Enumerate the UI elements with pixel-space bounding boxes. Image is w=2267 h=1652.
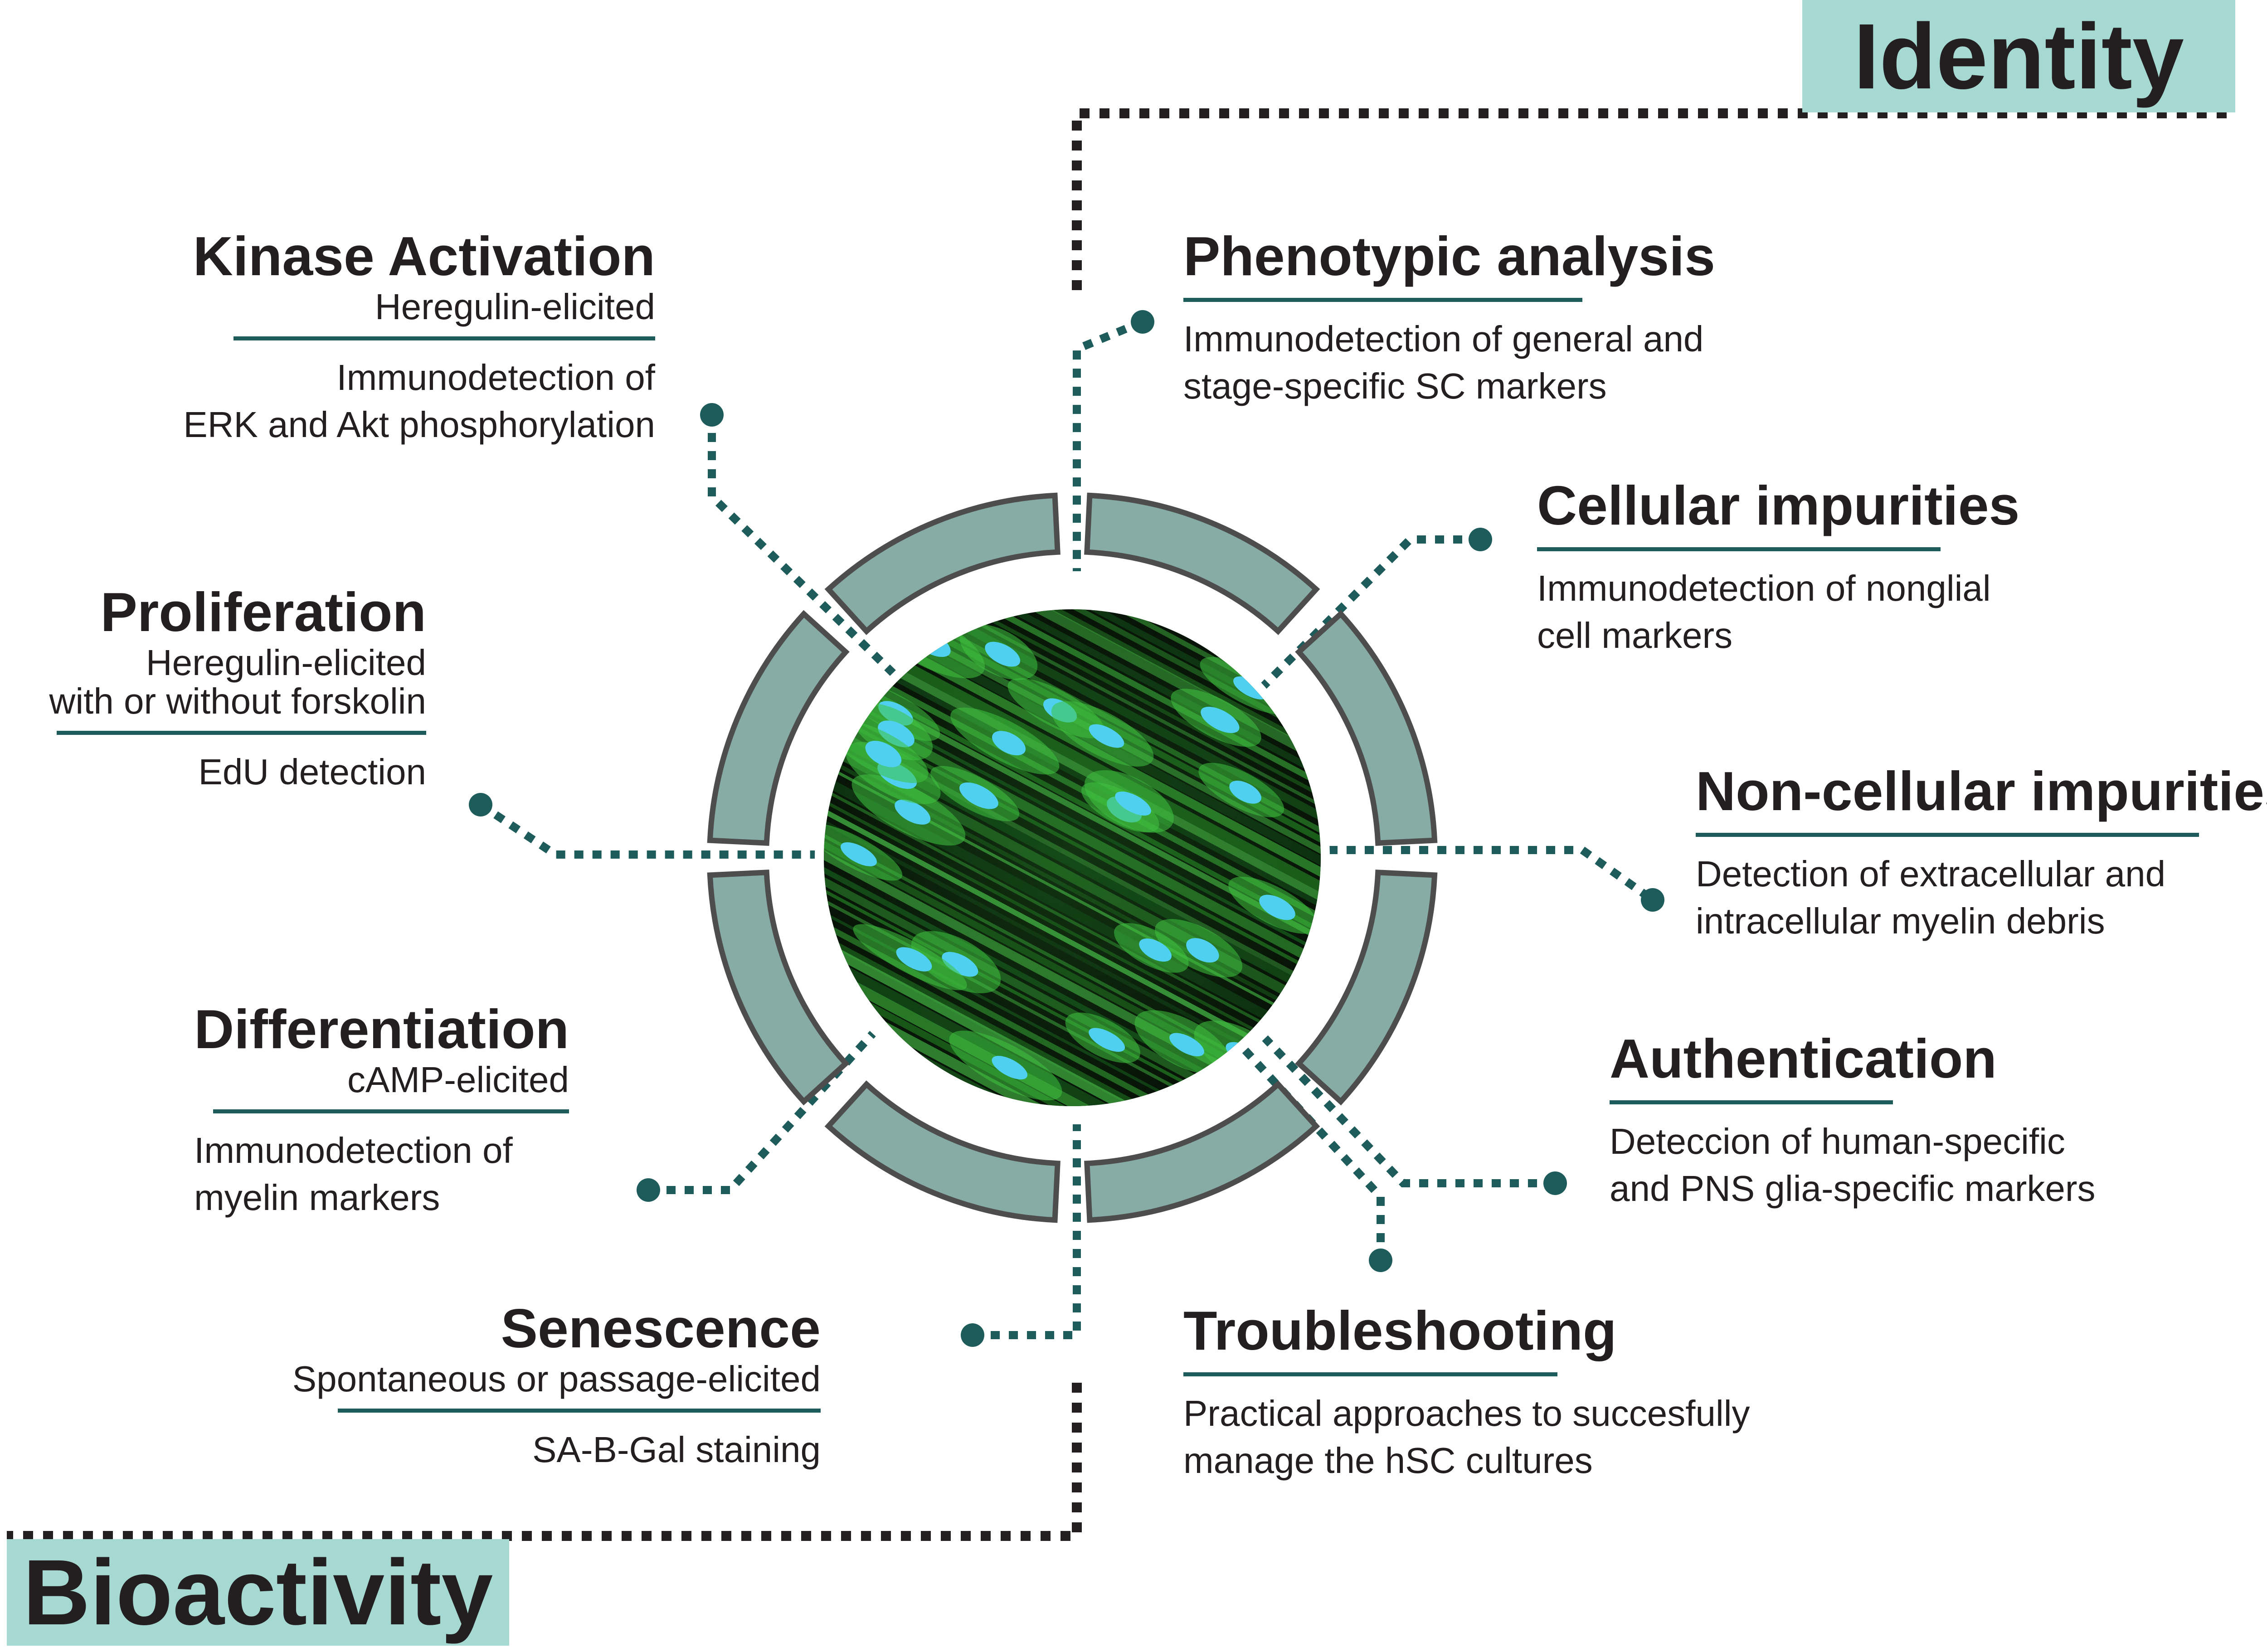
dot-noncellular <box>1641 888 1664 912</box>
kinase-activation-block: Kinase Activation Heregulin-elicited Imm… <box>183 224 655 448</box>
noncellular-title: Non-cellular impurities <box>1696 760 2267 822</box>
troubleshooting-description: Practical approaches to succesfully mana… <box>1183 1393 1750 1481</box>
dot-proliferation <box>469 793 492 816</box>
cellular-impurities-block: Cellular impurities Immunodetection of n… <box>1537 474 2019 659</box>
proliferation-description: EdU detection <box>198 751 426 792</box>
connector-cellular <box>1257 535 1480 692</box>
senescence-block: Senescence Spontaneous or passage-elicit… <box>292 1297 821 1473</box>
differentiation-rule <box>213 1109 569 1114</box>
connector-lines <box>478 318 1655 1339</box>
ring-segment <box>1295 870 1438 1106</box>
connector-kinase <box>708 415 899 679</box>
cellular-rule <box>1537 547 1941 552</box>
proliferation-title: Proliferation <box>100 581 426 643</box>
senescence-description: SA-B-Gal staining <box>532 1429 821 1470</box>
connector-noncellular <box>1328 846 1655 904</box>
noncellular-impurities-block: Non-cellular impurities Detection of ext… <box>1696 759 2267 945</box>
proliferation-subtitle: Heregulin-elicited with or without forsk… <box>49 642 426 722</box>
kinase-rule <box>234 336 655 341</box>
cell-micrograph-image <box>815 600 1330 1115</box>
troubleshooting-block: Troubleshooting Practical approaches to … <box>1183 1299 1750 1484</box>
proliferation-block: Proliferation Heregulin-elicited with or… <box>49 580 426 796</box>
dot-troubleshooting <box>1369 1249 1392 1272</box>
dot-differentiation <box>637 1178 660 1202</box>
differentiation-block: Differentiation cAMP-elicited Immunodete… <box>194 997 569 1221</box>
senescence-subtitle: Spontaneous or passage-elicited <box>292 1359 821 1399</box>
ring-segment <box>707 870 850 1106</box>
connector-phenotypic <box>1073 318 1144 571</box>
senescence-rule <box>338 1409 821 1413</box>
authentication-description: Deteccion of human-specific and PNS glia… <box>1610 1121 2096 1209</box>
ring-segment <box>824 492 1061 635</box>
ring-segment <box>1084 1080 1320 1223</box>
senescence-title: Senescence <box>501 1297 821 1359</box>
dot-phenotypic <box>1131 310 1154 334</box>
bioactivity-label: Bioactivity <box>7 1539 509 1646</box>
dot-cellular <box>1469 528 1492 551</box>
connector-authentication <box>1262 1035 1555 1187</box>
kinase-description: Immunodetection of ERK and Akt phosphory… <box>183 357 655 445</box>
dot-kinase <box>700 403 724 427</box>
noncellular-rule <box>1696 833 2199 837</box>
connector-troubleshooting <box>1239 1044 1385 1260</box>
phenotypic-rule <box>1183 298 1582 302</box>
connector-senescence <box>973 1124 1081 1339</box>
ring-segment <box>1084 492 1320 635</box>
proliferation-rule <box>57 730 426 735</box>
authentication-block: Authentication Deteccion of human-specif… <box>1610 1027 2095 1212</box>
phenotypic-analysis-block: Phenotypic analysis Immunodetection of g… <box>1183 224 1715 410</box>
bioactivity-border <box>7 1383 1082 1541</box>
noncellular-description: Detection of extracellular and intracell… <box>1696 854 2166 942</box>
dot-authentication <box>1543 1171 1567 1195</box>
ring-segment <box>824 1080 1061 1223</box>
cellular-description: Immunodetection of nonglial cell markers <box>1537 568 1991 656</box>
cellular-title: Cellular impurities <box>1537 475 2020 536</box>
differentiation-subtitle: cAMP-elicited <box>347 1059 569 1100</box>
differentiation-description: Immunodetection of myelin markers <box>194 1130 513 1218</box>
identity-label: Identity <box>1802 0 2235 112</box>
phenotypic-description: Immunodetection of general and stage-spe… <box>1183 319 1704 407</box>
dot-senescence <box>961 1323 984 1347</box>
authentication-rule <box>1610 1100 1893 1105</box>
connector-dots <box>469 310 1664 1347</box>
differentiation-title: Differentiation <box>194 998 569 1060</box>
ring-segment <box>1295 610 1438 846</box>
kinase-subtitle: Heregulin-elicited <box>375 287 655 327</box>
troubleshooting-rule <box>1183 1372 1557 1377</box>
ring-segment <box>707 610 850 846</box>
authentication-title: Authentication <box>1610 1028 1997 1089</box>
troubleshooting-title: Troubleshooting <box>1183 1300 1617 1361</box>
phenotypic-title: Phenotypic analysis <box>1183 225 1715 287</box>
segmented-ring <box>707 492 1438 1223</box>
kinase-title: Kinase Activation <box>193 225 655 287</box>
